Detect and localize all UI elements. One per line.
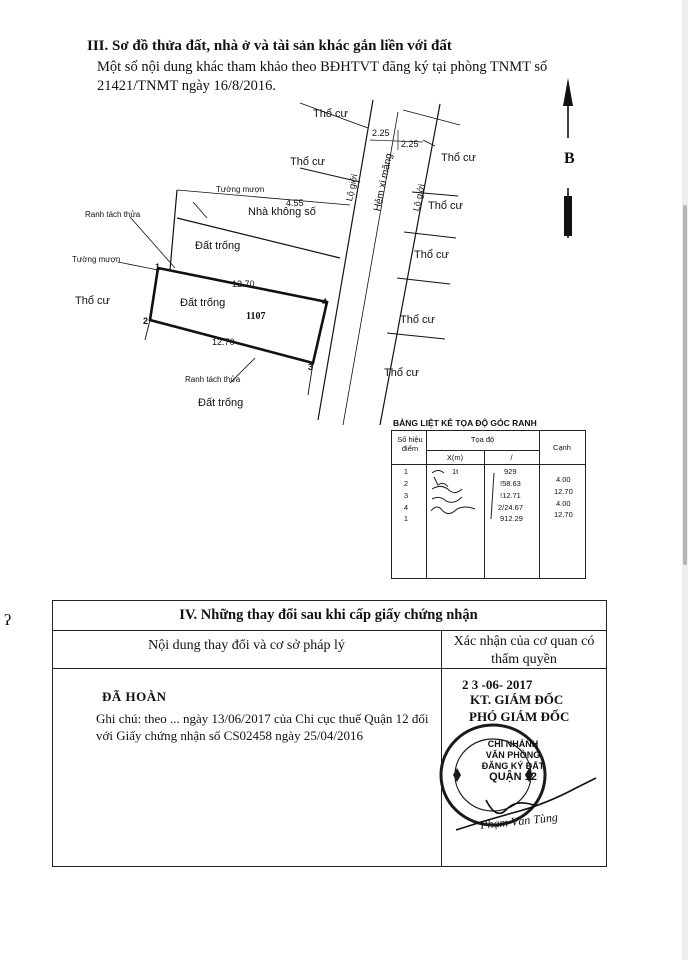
label-tuong-muon-1: Tường mượn (216, 185, 265, 194)
header-point: Số hiệu điểm (397, 435, 423, 453)
section3-title: III. Sơ đồ thửa đất, nhà ở và tài sản kh… (87, 38, 452, 54)
header-edge: Cạnh (553, 443, 571, 452)
row-2-y: !58.63 (500, 479, 521, 488)
label-nha-khong-so: Nhà không số (248, 206, 316, 218)
north-label: B (564, 150, 575, 167)
header-x: X(m) (446, 453, 464, 462)
margin-mark: ʔ (4, 612, 12, 629)
status-text: ĐÃ HOÀN (102, 689, 167, 704)
label-tho-cu-3: Thổ cư (441, 152, 476, 164)
section4-col-divider (441, 630, 442, 866)
label-tho-cu-6: Thổ cư (400, 314, 435, 326)
row-2-edge: 4.00 (556, 475, 571, 484)
header-coords: Tọa độ (470, 435, 495, 444)
label-tho-cu-4: Thổ cư (428, 200, 463, 212)
label-dat-trong-2: Đất trống (180, 297, 226, 309)
coord-table-title: BẢNG LIỆT KÊ TỌA ĐỘ GÓC RANH (393, 418, 537, 428)
section4-divider-2 (52, 668, 607, 669)
row-1-point: 1 (403, 467, 409, 476)
section4-divider-1 (52, 630, 607, 631)
row-4-y: 2/24.67 (498, 503, 524, 512)
row-4-point: 4 (403, 503, 409, 512)
row-2-point: 2 (403, 479, 409, 488)
row-5-point: 1 (403, 514, 409, 523)
point-1: 1 (155, 262, 161, 272)
section4-box (52, 600, 607, 867)
change-note: Ghi chú: theo ... ngày 13/06/2017 của Ch… (96, 711, 429, 743)
label-ranh-tach-thua-1: Ranh tách thửa (85, 210, 141, 219)
section4-col1-header: Nội dung thay đổi và cơ sở pháp lý (148, 638, 345, 653)
header-y: / (510, 453, 513, 462)
stamp-text: CHI NHÁNH VĂN PHÒNG ĐĂNG KÝ ĐẤT QUẬN 12 (481, 739, 545, 783)
row-3-edge: 12.70 (554, 487, 573, 496)
parcel-dim-top: 12.70 (232, 279, 255, 289)
road-dim-right: 2.25 (401, 139, 419, 149)
dim-top-side: 4.55 (286, 198, 304, 208)
coord-table: Số hiệu điểm Tọa độ X(m) / Cạnh 1 1t 929… (391, 430, 586, 579)
row-4-edge: 4.00 (556, 499, 571, 508)
label-tho-cu-5: Thổ cư (414, 249, 449, 261)
label-tho-cu-8: Thổ cư (75, 295, 110, 307)
parcel-dim-bottom: 12.70 (212, 337, 235, 347)
row-3-point: 3 (403, 491, 409, 500)
point-4: 4 (322, 297, 328, 307)
signature-icon (455, 777, 597, 831)
section3-note: Một số nội dung khác tham khảo theo BĐHT… (97, 59, 548, 94)
point-3: 3 (308, 362, 314, 372)
row-5-y: 912.29 (500, 514, 523, 523)
label-ranh-tach-thua-2: Ranh tách thửa (185, 375, 241, 384)
label-tho-cu-2: Thổ cư (290, 156, 325, 168)
land-map (117, 99, 461, 426)
scrollbar-thumb[interactable] (683, 205, 687, 565)
north-arrow-icon (563, 78, 573, 238)
label-tuong-muon-2: Tường mượn (72, 255, 121, 264)
label-tho-cu-7: Thổ cư (384, 367, 419, 379)
section4-col2-header: Xác nhận của cơ quan có thẩm quyền (453, 634, 595, 667)
label-dat-trong-3: Đất trống (198, 397, 244, 409)
row-1-y: 929 (504, 467, 517, 476)
confirm-date: 2 3 -06- 2017 (462, 677, 533, 692)
row-3-y: !12.71 (500, 491, 521, 500)
road-dim-left: 2.25 (372, 128, 390, 138)
kt-giam-doc: KT. GIÁM ĐỐC (470, 692, 564, 707)
label-dat-trong-1: Đất trống (195, 240, 241, 252)
parcel-number: 1107 (246, 311, 266, 322)
pho-giam-doc: PHÓ GIÁM ĐỐC (469, 709, 570, 724)
section4-title: IV. Những thay đổi sau khi cấp giấy chứn… (179, 607, 478, 623)
bracket-scribble (490, 472, 495, 520)
row-5-edge: 12.70 (554, 510, 573, 519)
handwriting-scribble (430, 470, 476, 515)
point-2: 2 (143, 316, 149, 326)
label-tho-cu-1: Thổ cư (313, 108, 348, 120)
row-1-x: 1t (452, 467, 459, 476)
